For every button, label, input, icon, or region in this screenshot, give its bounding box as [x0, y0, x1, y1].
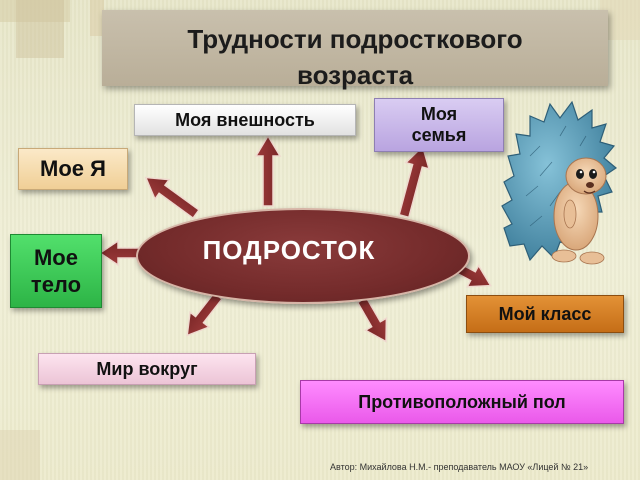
node-body: Мое тело [10, 234, 102, 308]
node-opposite: Противоположный пол [300, 380, 624, 424]
decor-square [90, 0, 104, 36]
node-me-label: Мое Я [40, 156, 106, 181]
slide-title: Трудности подросткового возраста [102, 10, 608, 90]
node-family: Моя семья [374, 98, 504, 152]
node-body-line-2: тело [30, 272, 82, 297]
author-footer: Автор: Михайлова Н.М.- преподаватель МАО… [330, 462, 589, 472]
hedgehog-icon [501, 100, 618, 265]
node-class-label: Мой класс [498, 303, 592, 324]
node-me: Мое Я [18, 148, 128, 190]
node-world-label: Мир вокруг [96, 358, 198, 379]
node-opposite-label: Противоположный пол [358, 391, 566, 412]
node-appearance-label: Моя внешность [175, 109, 315, 130]
arrow-to-appearance [254, 134, 282, 207]
center-node: ПОДРОСТОК [136, 208, 470, 304]
arrow-to-world [186, 291, 223, 337]
title-line-1: Трудности подросткового [187, 24, 523, 54]
node-family-line-2: семья [411, 125, 467, 145]
center-label: ПОДРОСТОК [202, 234, 376, 265]
node-body-line-1: Мое [33, 245, 78, 270]
node-family-line-1: Моя [420, 104, 458, 124]
decor-square [0, 0, 70, 22]
decor-square [16, 0, 64, 58]
title-line-2: возраста [296, 60, 414, 90]
node-class: Мой класс [466, 295, 624, 333]
arrow-to-family [398, 145, 431, 219]
arrow-to-me [144, 176, 200, 220]
node-world: Мир вокруг [38, 353, 256, 385]
decor-square [0, 430, 40, 480]
arrow-to-opposite [356, 296, 388, 343]
node-appearance: Моя внешность [134, 104, 356, 136]
arrow-to-body [98, 239, 141, 267]
